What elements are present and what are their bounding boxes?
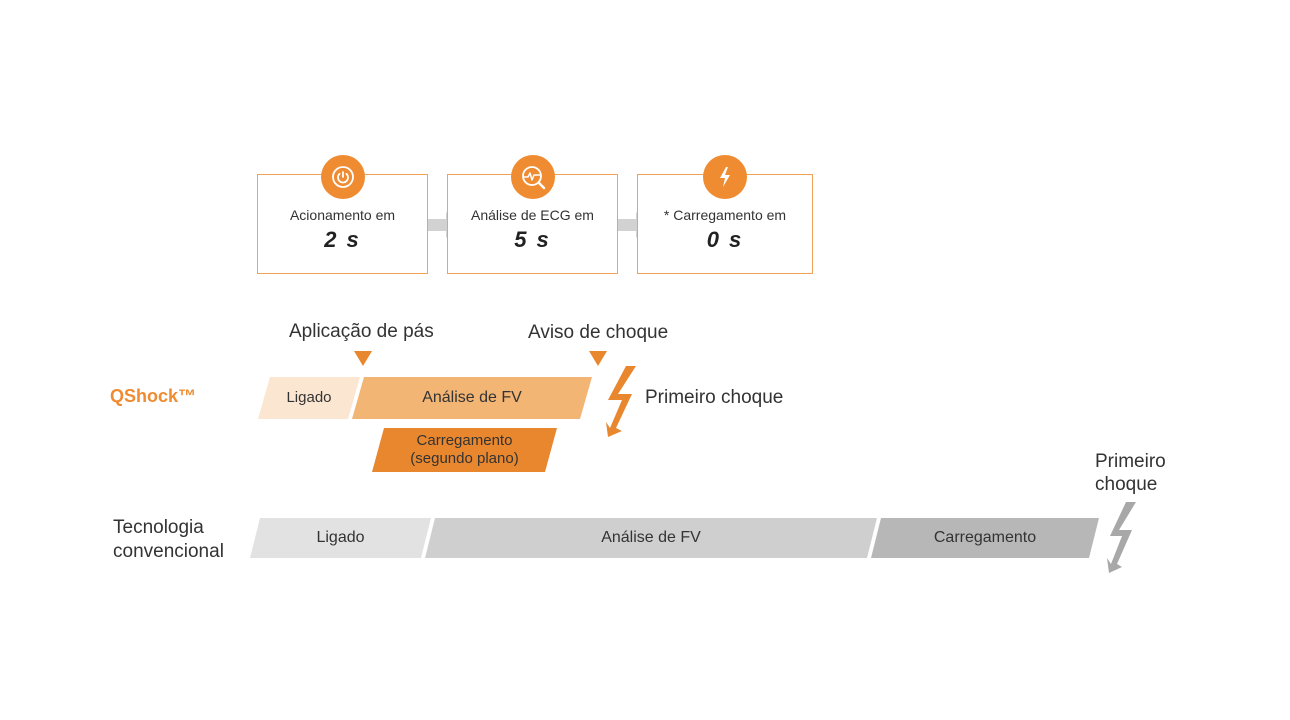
- qshock-on-segment: Ligado: [258, 377, 360, 419]
- power-icon: [320, 155, 365, 199]
- conventional-analysis-label: Análise de FV: [601, 529, 701, 546]
- conventional-analysis-segment: Análise de FV: [425, 518, 877, 558]
- qshock-label: QShock™: [110, 386, 197, 406]
- conventional-first-shock-label: Primeiro choque: [1095, 450, 1166, 496]
- ecg-search-icon: [510, 155, 555, 199]
- qshock-first-shock-label: Primeiro choque: [645, 387, 784, 408]
- conventional-charging-label: Carregamento: [933, 529, 1037, 546]
- step-box-charging: * Carregamento em 0 s: [637, 155, 813, 274]
- qshock-charging-line1: Carregamento: [416, 432, 513, 449]
- conventional-first-shock-line2: choque: [1095, 474, 1158, 495]
- marker-pads-triangle: [354, 351, 372, 366]
- step-value: 5 s: [514, 227, 551, 252]
- qshock-charging-segment: Carregamento (segundo plano): [372, 428, 557, 472]
- qshock-analysis-segment: Análise de FV: [352, 377, 592, 419]
- conventional-charging-segment: Carregamento: [871, 518, 1099, 558]
- lightning-icon: [703, 155, 747, 199]
- step-label: Análise de ECG em: [471, 207, 594, 223]
- conventional-on-label: Ligado: [316, 529, 365, 546]
- conventional-on-segment: Ligado: [250, 518, 431, 558]
- conventional-first-shock-line1: Primeiro: [1095, 451, 1166, 472]
- conventional-label: Tecnologia convencional: [113, 516, 224, 564]
- qshock-charging-line2: (segundo plano): [410, 450, 519, 467]
- qshock-charging-label: Carregamento (segundo plano): [372, 428, 557, 472]
- step-label: Acionamento em: [289, 207, 396, 223]
- step-value: 2 s: [324, 227, 361, 252]
- marker-label-pads: Aplicação de pás: [289, 321, 434, 342]
- qshock-analysis-label: Análise de FV: [422, 389, 522, 406]
- marker-shock-warning-triangle: [589, 351, 607, 366]
- conventional-label-line2: convencional: [113, 541, 224, 562]
- step-label: * Carregamento em: [663, 207, 787, 223]
- shock-bolt-gray-icon: [1107, 502, 1136, 573]
- step-box-power-on: Acionamento em 2 s: [257, 155, 428, 274]
- qshock-on-label: Ligado: [286, 389, 332, 406]
- conventional-label-line1: Tecnologia: [113, 517, 204, 538]
- shock-bolt-icon: [606, 366, 636, 437]
- step-box-ecg-analysis: Análise de ECG em 5 s: [447, 155, 618, 274]
- step-value: 0 s: [706, 227, 744, 252]
- marker-label-shock-warning: Aviso de choque: [528, 322, 669, 343]
